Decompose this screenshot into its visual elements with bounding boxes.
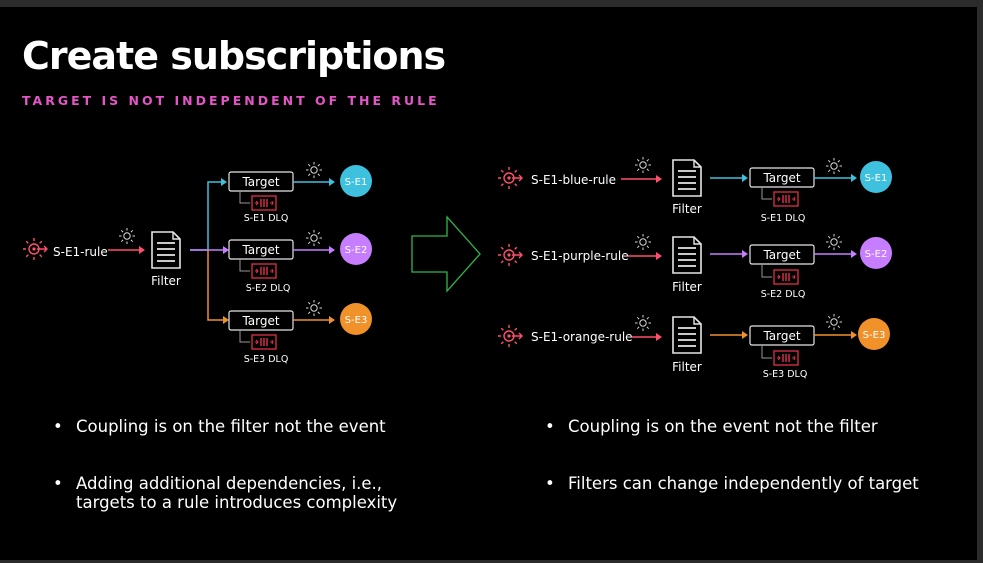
- bullet-item: Filters can change independently of targ…: [545, 474, 945, 493]
- sun-icon: [634, 233, 652, 251]
- arrowhead: [851, 174, 857, 182]
- event-rule-icon: [22, 237, 48, 261]
- dlq-queue-icon: [773, 191, 799, 207]
- right-bullet-list: Coupling is on the event not the filter …: [545, 417, 945, 531]
- transition-arrow-icon: [411, 215, 481, 293]
- sun-icon: [634, 314, 652, 332]
- slide-subtitle: TARGET IS NOT INDEPENDENT OF THE RULE: [22, 93, 440, 108]
- arrowhead: [223, 246, 229, 254]
- slide-title: Create subscriptions: [22, 34, 446, 78]
- sun-icon: [118, 227, 136, 245]
- event-rule-icon: [497, 166, 523, 190]
- sun-icon: [825, 157, 843, 175]
- bullet-item: Adding additional dependencies, i.e., ta…: [53, 474, 433, 512]
- dlq-label: S-E1 DLQ: [244, 213, 289, 224]
- rule-label: S-E1-rule: [53, 245, 108, 259]
- subscriber-label: S-E3: [863, 330, 886, 341]
- sun-icon: [305, 161, 323, 179]
- event-rule-icon: [497, 243, 523, 267]
- subscriber-circle-s-e3: [340, 303, 372, 335]
- dlq-label: S-E1 DLQ: [761, 213, 806, 224]
- arrowhead: [329, 316, 335, 324]
- filter-document-icon: [672, 159, 702, 197]
- subscriber-label: S-E2: [345, 245, 368, 256]
- arrowhead: [656, 175, 662, 183]
- subscriber-circle-s-e1: [340, 165, 372, 197]
- subscriber-label: S-E1: [345, 177, 368, 188]
- arrowhead: [851, 331, 857, 339]
- target-label: Target: [241, 243, 279, 257]
- filter-document-icon: [672, 236, 702, 274]
- window-right-border: [977, 0, 983, 563]
- sun-icon: [825, 313, 843, 331]
- dlq-queue-icon: [251, 334, 277, 350]
- filter-label: Filter: [672, 280, 702, 294]
- target-label: Target: [241, 175, 279, 189]
- right-diagram: S-E1-blue-rule Filter Target S-E1 S-E1 D…: [497, 156, 892, 380]
- fanout-line-s-e3: [207, 250, 224, 321]
- subscriber-circle-s-e2: [340, 233, 372, 265]
- dlq-connector: [761, 264, 772, 278]
- sun-icon: [305, 229, 323, 247]
- event-rule-icon: [497, 324, 523, 348]
- left-diagram: S-E1-rule Filter Target S-E1 S-E1 DLQ: [22, 161, 372, 365]
- dlq-label: S-E3 DLQ: [244, 354, 289, 365]
- arrowhead: [742, 250, 748, 258]
- dlq-connector: [761, 345, 772, 359]
- dlq-label: S-E2 DLQ: [246, 283, 291, 294]
- sun-icon: [634, 156, 652, 174]
- dlq-queue-icon: [251, 195, 277, 211]
- filter-label: Filter: [672, 360, 702, 374]
- target-label: Target: [762, 171, 800, 185]
- filter-label: Filter: [672, 202, 702, 216]
- arrowhead: [742, 331, 748, 339]
- subscription-row: S-E1-orange-rule Filter Target S-E3 S-E3…: [497, 313, 890, 380]
- bullet-item: Coupling is on the filter not the event: [53, 417, 433, 436]
- subscriber-circle-s-e1: [860, 161, 892, 193]
- dlq-connector: [239, 330, 250, 343]
- subscription-row: S-E1-blue-rule Filter Target S-E1 S-E1 D…: [497, 156, 892, 224]
- filter-document-icon: [151, 231, 181, 269]
- dlq-connector: [761, 187, 772, 200]
- dlq-connector: [239, 259, 250, 272]
- sun-icon: [825, 233, 843, 251]
- arrowhead: [329, 178, 335, 186]
- dlq-connector: [239, 191, 250, 204]
- sun-icon: [305, 299, 323, 317]
- arrowhead: [851, 250, 857, 258]
- subscriber-label: S-E2: [865, 249, 888, 260]
- target-label: Target: [762, 329, 800, 343]
- arrowhead: [656, 333, 662, 341]
- left-bullet-list: Coupling is on the filter not the event …: [53, 417, 433, 550]
- subscription-row: S-E1-purple-rule Filter Target S-E2 S-E2…: [497, 233, 892, 300]
- subscriber-circle-s-e3: [858, 318, 890, 350]
- subscriber-label: S-E1: [865, 173, 888, 184]
- fanout-line-s-e1: [190, 181, 222, 251]
- arrowhead: [223, 316, 229, 324]
- dlq-queue-icon: [251, 263, 277, 279]
- dlq-queue-icon: [773, 269, 799, 285]
- target-label: Target: [762, 248, 800, 262]
- dlq-label: S-E3 DLQ: [763, 369, 808, 380]
- rule-label: S-E1-orange-rule: [531, 330, 633, 344]
- window-top-border: [0, 0, 983, 7]
- bullet-item: Coupling is on the event not the filter: [545, 417, 945, 436]
- arrowhead: [656, 252, 662, 260]
- subscriber-circle-s-e2: [860, 237, 892, 269]
- arrowhead: [139, 246, 145, 254]
- target-label: Target: [241, 314, 279, 328]
- rule-label: S-E1-blue-rule: [531, 173, 616, 187]
- rule-label: S-E1-purple-rule: [531, 249, 629, 263]
- subscriber-label: S-E3: [345, 315, 368, 326]
- window-bottom-border: [0, 560, 983, 563]
- filter-label: Filter: [151, 274, 181, 288]
- arrowhead: [329, 246, 335, 254]
- arrowhead: [742, 174, 748, 182]
- dlq-queue-icon: [773, 350, 799, 366]
- dlq-label: S-E2 DLQ: [761, 289, 806, 300]
- arrowhead: [221, 178, 227, 186]
- filter-document-icon: [672, 316, 702, 354]
